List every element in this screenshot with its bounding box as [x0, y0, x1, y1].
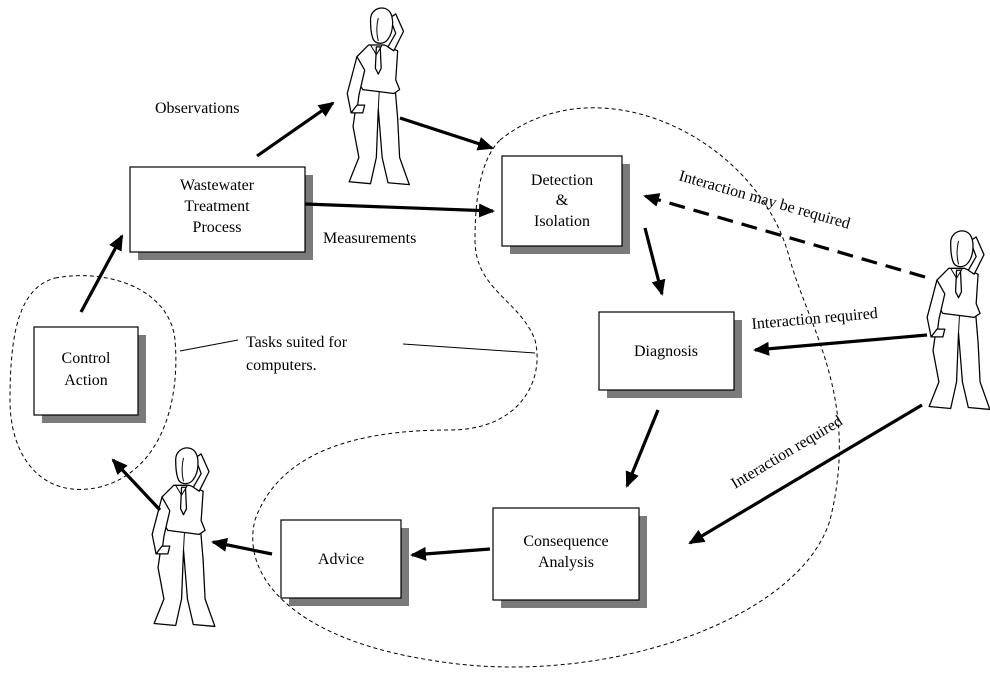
- arrow-process-to-observer: [256, 101, 335, 158]
- diagnosis-box: Diagnosis: [598, 311, 742, 398]
- wastewater-treatment-box: Wastewater Treatment Process: [129, 166, 313, 260]
- control-action-box: Control Action: [33, 326, 146, 423]
- tasks-label: Tasks suited for: [246, 334, 348, 351]
- consequence-analysis-box: Consequence Analysis: [492, 507, 647, 608]
- box-text: Analysis: [538, 554, 594, 571]
- advice-box: Advice: [280, 519, 409, 606]
- box-text: &: [556, 192, 569, 209]
- box-text: Action: [64, 372, 108, 389]
- operator-figure-right: [926, 230, 990, 411]
- tasks-leader-right: [402, 343, 536, 354]
- arrow-advice-to-operator: [211, 537, 273, 556]
- computer-tasks-region-right: [252, 107, 840, 668]
- arrow-measurements: [304, 202, 495, 218]
- arrow-detection-to-diagnosis: [643, 227, 666, 296]
- arrow-observer-to-detection: [399, 116, 494, 151]
- box-text: Advice: [318, 551, 364, 568]
- observations-label: Observations: [155, 100, 239, 117]
- box-text: Wastewater: [180, 177, 255, 194]
- arrow-consequence-to-advice: [410, 546, 491, 561]
- box-text: Treatment: [184, 198, 250, 215]
- interaction-required-label-bottom: Interaction required: [728, 413, 845, 493]
- box-text: Diagnosis: [634, 343, 698, 360]
- arrow-operator-to-control: [111, 458, 162, 512]
- arrow-interaction-required-consequence: [688, 403, 923, 545]
- tasks-label: computers.: [246, 357, 317, 374]
- interaction-may-label: Interaction may be required: [677, 168, 852, 233]
- interaction-required-label-top: Interaction required: [751, 305, 879, 333]
- computer-tasks-region-left: [9, 275, 177, 490]
- detection-isolation-box: Detection & Isolation: [501, 155, 630, 254]
- arrow-control-to-process: [79, 234, 124, 313]
- box-text: Isolation: [534, 213, 590, 230]
- arrow-diagnosis-to-consequence: [625, 409, 660, 488]
- box-text: Detection: [531, 172, 593, 189]
- box-text: Process: [193, 219, 242, 236]
- operator-figure-bottom: [151, 447, 216, 628]
- tasks-leader-left: [179, 339, 239, 352]
- box-text: Control: [62, 350, 111, 367]
- operator-figure-top: [346, 7, 410, 186]
- box-text: Consequence: [523, 533, 608, 550]
- arrow-interaction-required-diagnosis: [753, 333, 928, 356]
- measurements-label: Measurements: [323, 230, 416, 247]
